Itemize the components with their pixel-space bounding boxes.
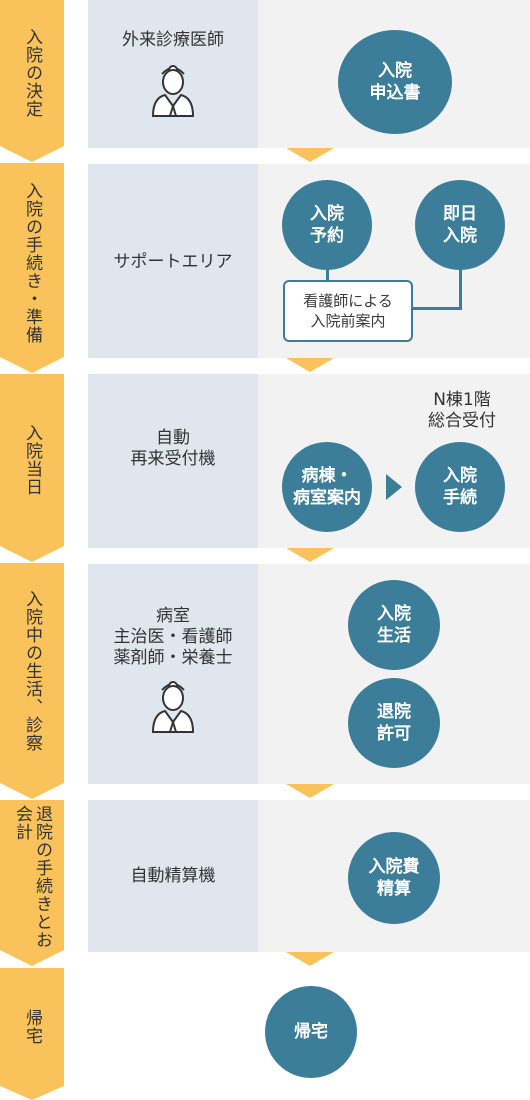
payment-machine-label: 自動精算機 bbox=[130, 866, 216, 886]
doctor-label: 外来診療医師 bbox=[122, 30, 224, 50]
same-day-circle: 即日 入院 bbox=[415, 180, 505, 270]
right-arrow-icon bbox=[386, 474, 402, 500]
support-area-label: サポートエリア bbox=[113, 252, 233, 272]
doctor-icon bbox=[151, 65, 195, 117]
fee-settlement-circle: 入院費 精算 bbox=[348, 832, 440, 924]
connector-line-c bbox=[408, 307, 462, 310]
stage-label-discharge: 退院の手続きとお会計 bbox=[12, 805, 52, 949]
flow-arrow-2 bbox=[286, 358, 334, 372]
general-reception-note: N棟1階 総合受付 bbox=[428, 390, 496, 431]
stage-arrow-home bbox=[0, 968, 64, 1100]
row-procedure-mid-panel bbox=[88, 164, 258, 358]
reception-machine-label: 自動 再来受付機 bbox=[130, 428, 216, 469]
stage-arrow-decision bbox=[0, 0, 64, 162]
row-admission-mid-panel bbox=[88, 374, 258, 548]
stage-label-stay: 入院中の生活、診察 bbox=[22, 590, 42, 752]
hospital-life-circle: 入院 生活 bbox=[348, 580, 440, 670]
admission-procedure-circle: 入院 手続 bbox=[415, 442, 505, 532]
ward-staff-label: 病室 主治医・看護師 薬剤師・栄養士 bbox=[113, 606, 233, 668]
ward-guidance-circle: 病棟・ 病室案内 bbox=[282, 442, 372, 532]
stage-arrow-discharge bbox=[0, 800, 64, 966]
staff-person-icon bbox=[151, 681, 195, 733]
row-discharge-mid-panel bbox=[88, 800, 258, 952]
stage-arrow-stay bbox=[0, 563, 64, 799]
go-home-circle: 帰宅 bbox=[265, 986, 357, 1078]
discharge-permission-circle: 退院 許可 bbox=[348, 678, 440, 768]
connector-line-b bbox=[459, 254, 462, 310]
stage-label-decision: 入院の決定 bbox=[22, 28, 42, 118]
stage-label-admission-day: 入院当日 bbox=[22, 424, 42, 496]
row-stay-mid-panel bbox=[88, 564, 258, 784]
stage-arrow-procedure bbox=[0, 163, 64, 373]
flow-arrow-3 bbox=[286, 548, 334, 562]
flow-arrow-5 bbox=[286, 952, 334, 966]
stage-label-procedure: 入院の手続き・準備 bbox=[22, 181, 42, 344]
stage-arrow-admission-day bbox=[0, 374, 64, 562]
nurse-guidance-box: 看護師による 入院前案内 bbox=[283, 280, 413, 342]
flow-arrow-1 bbox=[286, 148, 334, 162]
application-form-circle: 入院 申込書 bbox=[338, 30, 452, 134]
flow-arrow-4 bbox=[286, 784, 334, 798]
stage-label-home: 帰宅 bbox=[22, 1009, 42, 1045]
reservation-circle: 入院 予約 bbox=[282, 180, 372, 270]
